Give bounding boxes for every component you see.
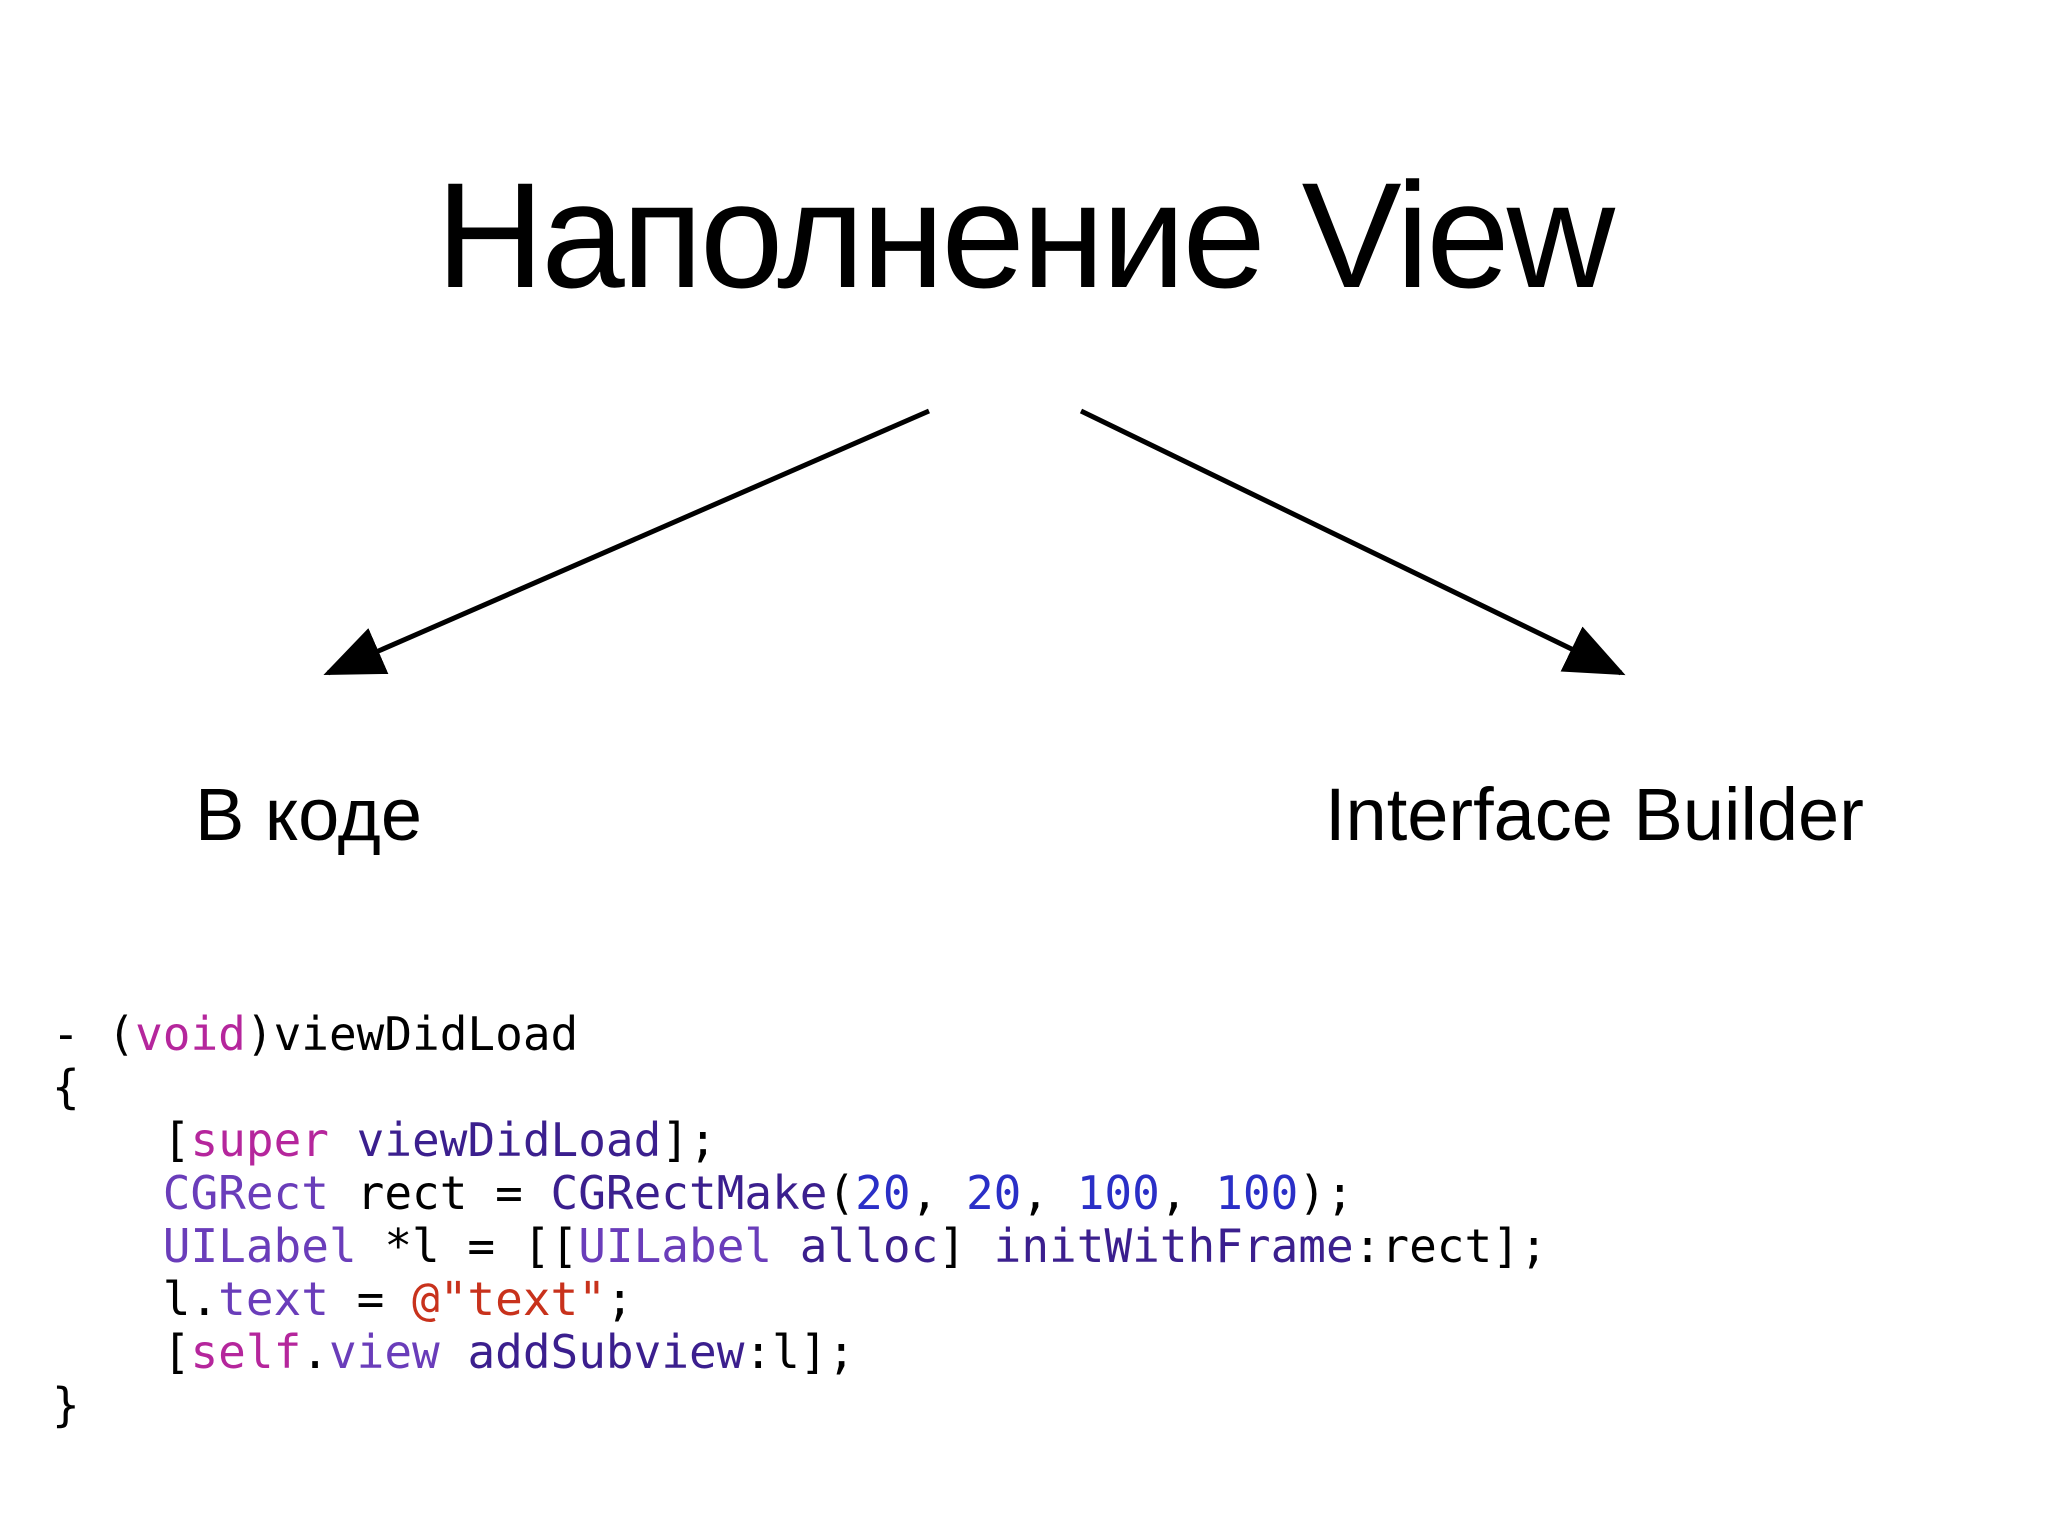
code-token: super [190,1113,329,1167]
code-token: - ( [52,1007,136,1061]
code-token: ( [827,1166,856,1220]
code-line: { [52,1061,1548,1114]
code-token: )viewDidLoad [245,1007,579,1061]
code-token: . [301,1325,329,1379]
code-line: [self.view addSubview:l]; [52,1326,1548,1379]
code-token: , [910,1166,966,1220]
code-token: 100 [1215,1166,1299,1220]
code-line: UILabel *l = [[UILabel alloc] initWithFr… [52,1220,1548,1273]
code-token: ]; [661,1113,717,1167]
code-token: :l]; [744,1325,856,1379]
code-token: :rect]; [1353,1219,1548,1273]
code-line: [super viewDidLoad]; [52,1114,1548,1167]
code-token: UILabel [578,1219,773,1273]
code-token: void [135,1007,246,1061]
code-token [329,1113,357,1167]
code-line: l.text = @"text"; [52,1273,1548,1326]
code-token: 100 [1076,1166,1160,1220]
code-token: ; [605,1272,634,1326]
code-token: *l = [[ [356,1219,579,1273]
code-token: , [1021,1166,1077,1220]
code-block: - (void)viewDidLoad{ [super viewDidLoad]… [52,1008,1548,1432]
code-token: CGRect [162,1166,329,1220]
arrow-left [323,408,930,676]
code-token: ] [938,1219,994,1273]
code-token [52,1219,163,1273]
code-token: 20 [855,1166,911,1220]
code-token: text [218,1272,329,1326]
code-line: CGRect rect = CGRectMake(20, 20, 100, 10… [52,1167,1548,1220]
code-token: [ [52,1325,191,1379]
code-token: { [52,1060,80,1114]
code-token [440,1325,468,1379]
code-token: } [52,1378,80,1432]
code-token: ); [1298,1166,1354,1220]
label-in-code: В коде [195,773,422,856]
code-token: 20 [965,1166,1022,1220]
slide-title: Наполнение View [435,151,1615,319]
code-token: viewDidLoad [356,1113,662,1167]
code-token: = [328,1272,413,1326]
code-token: l. [52,1272,219,1326]
code-token [52,1166,163,1220]
code-token: CGRectMake [550,1166,828,1220]
code-token: view [328,1325,440,1379]
code-line: - (void)viewDidLoad [52,1008,1548,1061]
code-line: } [52,1379,1548,1432]
code-token: self [190,1325,302,1379]
code-token [772,1219,800,1273]
code-token: alloc [799,1219,939,1273]
code-token: initWithFrame [993,1219,1354,1273]
code-token: @"text" [412,1272,606,1326]
code-token: [ [52,1113,191,1167]
code-token: rect = [328,1166,551,1220]
label-interface-builder: Interface Builder [1325,773,1864,856]
code-token: addSubview [467,1325,745,1379]
code-token: UILabel [162,1219,357,1273]
arrow-right [1079,408,1626,676]
code-token: , [1159,1166,1216,1220]
